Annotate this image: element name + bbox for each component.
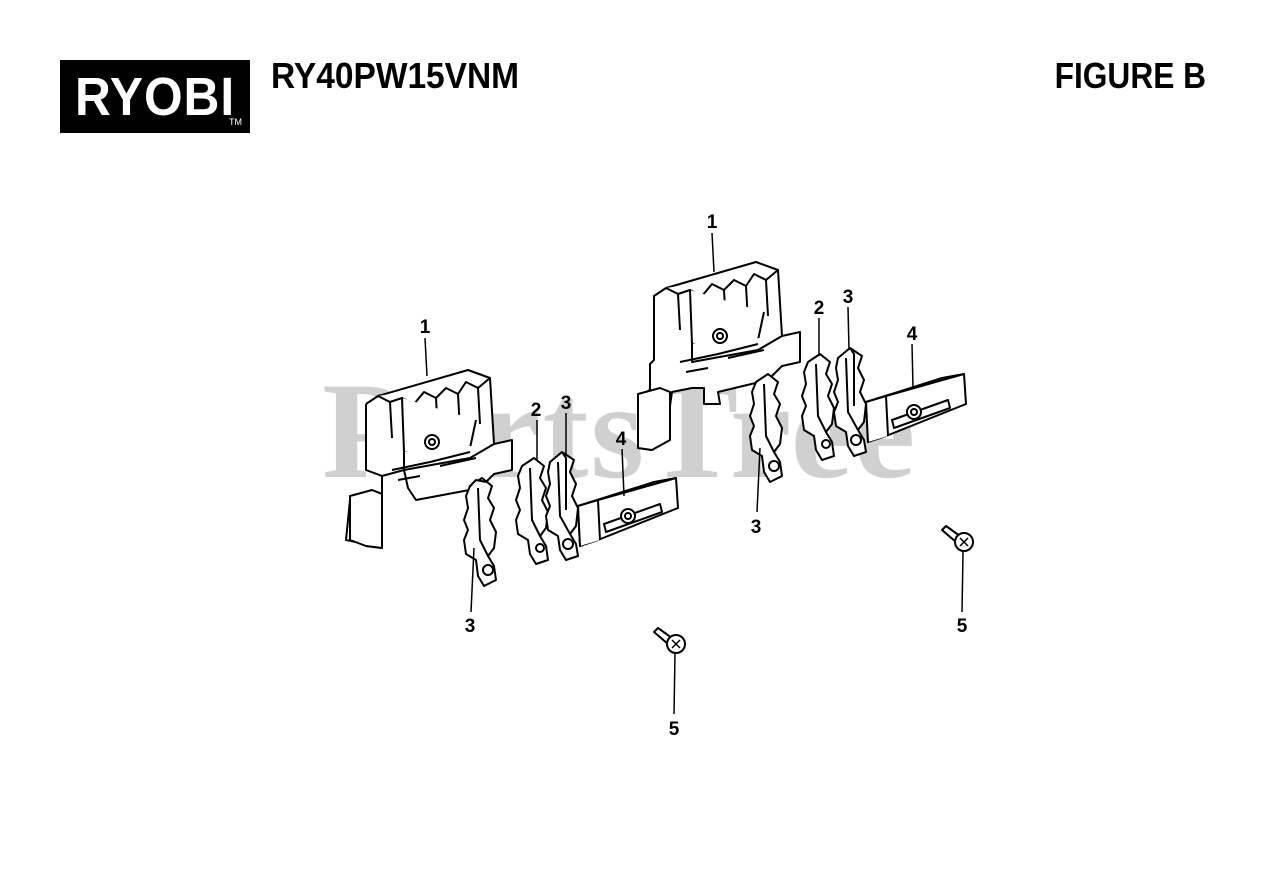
header: RYOBI TM RY40PW15VNM FIGURE B [0, 0, 1280, 140]
callout-screw-right: 5 [957, 616, 968, 637]
leader-lines [424, 232, 964, 715]
callout-screw-bottom: 5 [669, 719, 680, 740]
terminal-cover-right [865, 373, 967, 443]
terminal-holder-left [345, 369, 513, 549]
terminal-cover-left [577, 477, 679, 547]
screw-bottom [653, 627, 686, 654]
callout-right-holder: 1 [707, 212, 718, 233]
screw-right [941, 525, 974, 552]
model-number: RY40PW15VNM [271, 55, 520, 96]
callout-left-terminal-3: 3 [561, 393, 572, 414]
callout-right-cover: 4 [907, 324, 918, 345]
callout-left-terminal-2: 2 [531, 400, 542, 421]
terminal-right-2 [801, 353, 835, 461]
callout-left-holder: 1 [420, 317, 431, 338]
terminal-left-lower [463, 477, 497, 587]
callout-left-terminal-3-lower: 3 [465, 616, 476, 637]
terminal-left-3 [545, 451, 579, 561]
terminal-holder-right [637, 261, 801, 451]
terminal-right-lower [749, 373, 783, 483]
callout-right-terminal-3: 3 [843, 287, 854, 308]
callout-left-cover: 4 [616, 429, 627, 450]
figure-label: FIGURE B [1054, 55, 1206, 96]
terminal-right-3 [833, 347, 867, 457]
callout-right-terminal-2: 2 [814, 298, 825, 319]
terminal-left-2 [515, 457, 549, 565]
ryobi-logo: RYOBI TM [60, 60, 250, 133]
callout-right-terminal-3-lower: 3 [751, 517, 762, 538]
logo-trademark: TM [229, 117, 242, 127]
logo-text: RYOBI [74, 66, 236, 127]
